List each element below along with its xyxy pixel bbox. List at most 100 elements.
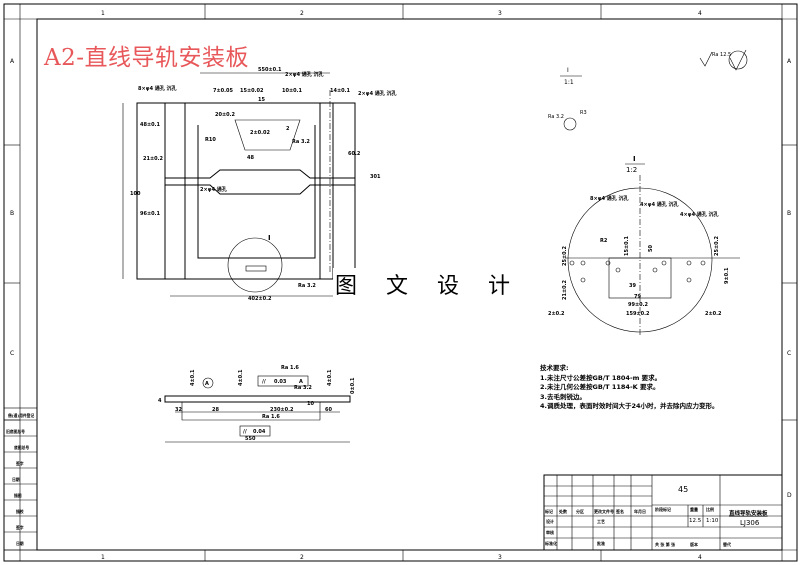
detail-circle-i	[227, 237, 283, 293]
general-roughness-value: Ra 12.5	[712, 52, 731, 58]
dim: 48±0.1	[140, 122, 161, 128]
role-label: 标准化	[544, 540, 557, 546]
dim: 550±0.1	[258, 67, 282, 73]
tolerance-datum: A	[299, 379, 303, 385]
tolerance-symbol: //	[262, 379, 266, 385]
hole-note: 2×φ4 通孔 沉孔	[358, 90, 397, 97]
dim: 96±0.1	[140, 211, 161, 217]
detail-mark: I	[268, 234, 271, 242]
dim: 4±0.1	[190, 369, 196, 386]
zone-col-2: 2	[300, 10, 304, 17]
zone-col-3: 3	[498, 10, 502, 17]
dim: 32	[175, 407, 182, 413]
zone-col-1-bottom: 1	[101, 554, 105, 561]
dim: 25±0.2	[562, 245, 568, 266]
zone-col-2-bottom: 2	[300, 554, 304, 561]
dim: 60	[325, 407, 332, 413]
dim: 301	[370, 174, 381, 180]
zone-row-b: B	[10, 210, 14, 217]
dim: 2	[286, 126, 290, 132]
role-label: 工艺	[597, 518, 605, 524]
roughness: Ra 3.2	[292, 139, 310, 145]
general-roughness: Ra 12.5	[699, 49, 748, 71]
tolerance-value: 0.03	[274, 379, 287, 385]
tolerance-symbol: //	[243, 429, 247, 435]
dim: R3	[580, 110, 587, 116]
roughness: Ra 1.6	[262, 414, 280, 420]
side-panel-label: 签字	[15, 461, 24, 466]
dim: 4	[158, 398, 162, 404]
dim: 159±0.2	[626, 311, 650, 317]
detail-scale: 1:1	[564, 79, 574, 86]
dim: 20±0.2	[215, 112, 236, 118]
title-block: 标记 处数 分区 更改文件号 签名 年月日 设计 审核 标准化 工艺 批准 阶段…	[543, 474, 783, 551]
dim: 10	[307, 401, 314, 407]
header-label: 签名	[615, 508, 624, 514]
zone-row-c: C	[10, 350, 14, 357]
dim: 15	[258, 97, 265, 103]
hole-note: 4×φ4 通孔 沉孔	[640, 201, 679, 208]
bottom-label: 共 张 第 张	[655, 541, 676, 547]
zone-row-b-right: B	[787, 210, 791, 217]
dim: 21±0.2	[143, 156, 164, 162]
mid-label: 重量	[690, 506, 698, 512]
weight-value: 12.5	[689, 518, 702, 524]
dim: 4±0.1	[238, 369, 244, 386]
side-panel-label: 底图总号	[13, 445, 29, 450]
zone-row-c-right: C	[787, 350, 791, 357]
zone-row-a: A	[10, 58, 15, 65]
hole-note: 4×φ4 通孔 沉孔	[680, 211, 719, 218]
dim: 99±0.2	[628, 302, 649, 308]
dim: 2±0.02	[250, 130, 271, 136]
dim: 21±0.2	[562, 279, 568, 300]
dim: 4±0.1	[327, 369, 333, 386]
mid-label: 阶段标记	[655, 506, 671, 512]
dim: 48	[247, 155, 254, 161]
header-label: 标记	[544, 508, 553, 514]
requirement-item: 3.去毛刺锐边。	[540, 392, 586, 401]
mid-label: 比例	[706, 506, 714, 512]
side-panel-label: 描校	[16, 509, 24, 514]
detail-i-large: I 1:2 8×φ4 通孔 沉孔 4×φ4 通孔 沉孔 4×φ4 通孔 沉孔 R…	[548, 155, 740, 335]
dim: 79	[634, 294, 641, 300]
part-name: 直线导轨安装板	[729, 509, 768, 517]
dim: R10	[205, 137, 216, 143]
side-panel-label: 旧底图总号	[6, 429, 25, 434]
dim: 10±0.1	[282, 88, 303, 94]
requirement-item: 4.调质处理，表面时效时间大于24小时，并去除内应力变形。	[540, 402, 719, 410]
dim: 9±0.1	[724, 267, 730, 284]
bottom-label: 替代	[723, 541, 731, 547]
role-label: 设计	[546, 518, 554, 524]
header-label: 年月日	[634, 508, 646, 514]
dim: 39	[629, 283, 636, 289]
zone-col-4-bottom: 4	[698, 554, 702, 561]
dim: 14±0.1	[330, 88, 351, 94]
header-label: 处数	[558, 508, 567, 514]
side-panel-label: 描图	[14, 493, 22, 498]
role-label: 批准	[597, 540, 605, 546]
dim: 230±0.2	[270, 407, 294, 413]
roughness: Ra 1.6	[281, 365, 299, 371]
scale-value: 1:10	[706, 518, 719, 524]
datum-label: A	[205, 381, 209, 387]
outer-border	[3, 3, 798, 562]
dim: 25±0.2	[714, 235, 720, 256]
dim: 2±0.2	[548, 311, 565, 317]
detail-i-small: I 1:1 Ra 3.2 R3	[548, 67, 587, 131]
tolerance-frame-2	[239, 425, 271, 437]
dim: 402±0.2	[248, 296, 272, 302]
dim: 50	[648, 245, 654, 252]
main-view: 550±0.1 7±0.05 15±0.02 10±0.1 14±0.1 15 …	[122, 67, 397, 302]
side-panel: 借(通)用件登记 旧底图总号 底图总号 签字 日期 描图 描校 签字 日期	[3, 407, 38, 551]
zone-row-a-right: A	[787, 58, 792, 65]
drawing-title: A2-直线导轨安装板	[44, 45, 250, 71]
role-label: 审核	[546, 529, 554, 535]
hole-note: 8×φ4 通孔 沉孔	[590, 195, 629, 202]
zone-col-3-bottom: 3	[498, 554, 502, 561]
drawing-number: LJ306	[740, 519, 760, 527]
zone-col-1: 1	[101, 10, 105, 17]
tolerance-value: 0.04	[253, 429, 266, 435]
roughness: Ra 3.2	[548, 114, 564, 120]
